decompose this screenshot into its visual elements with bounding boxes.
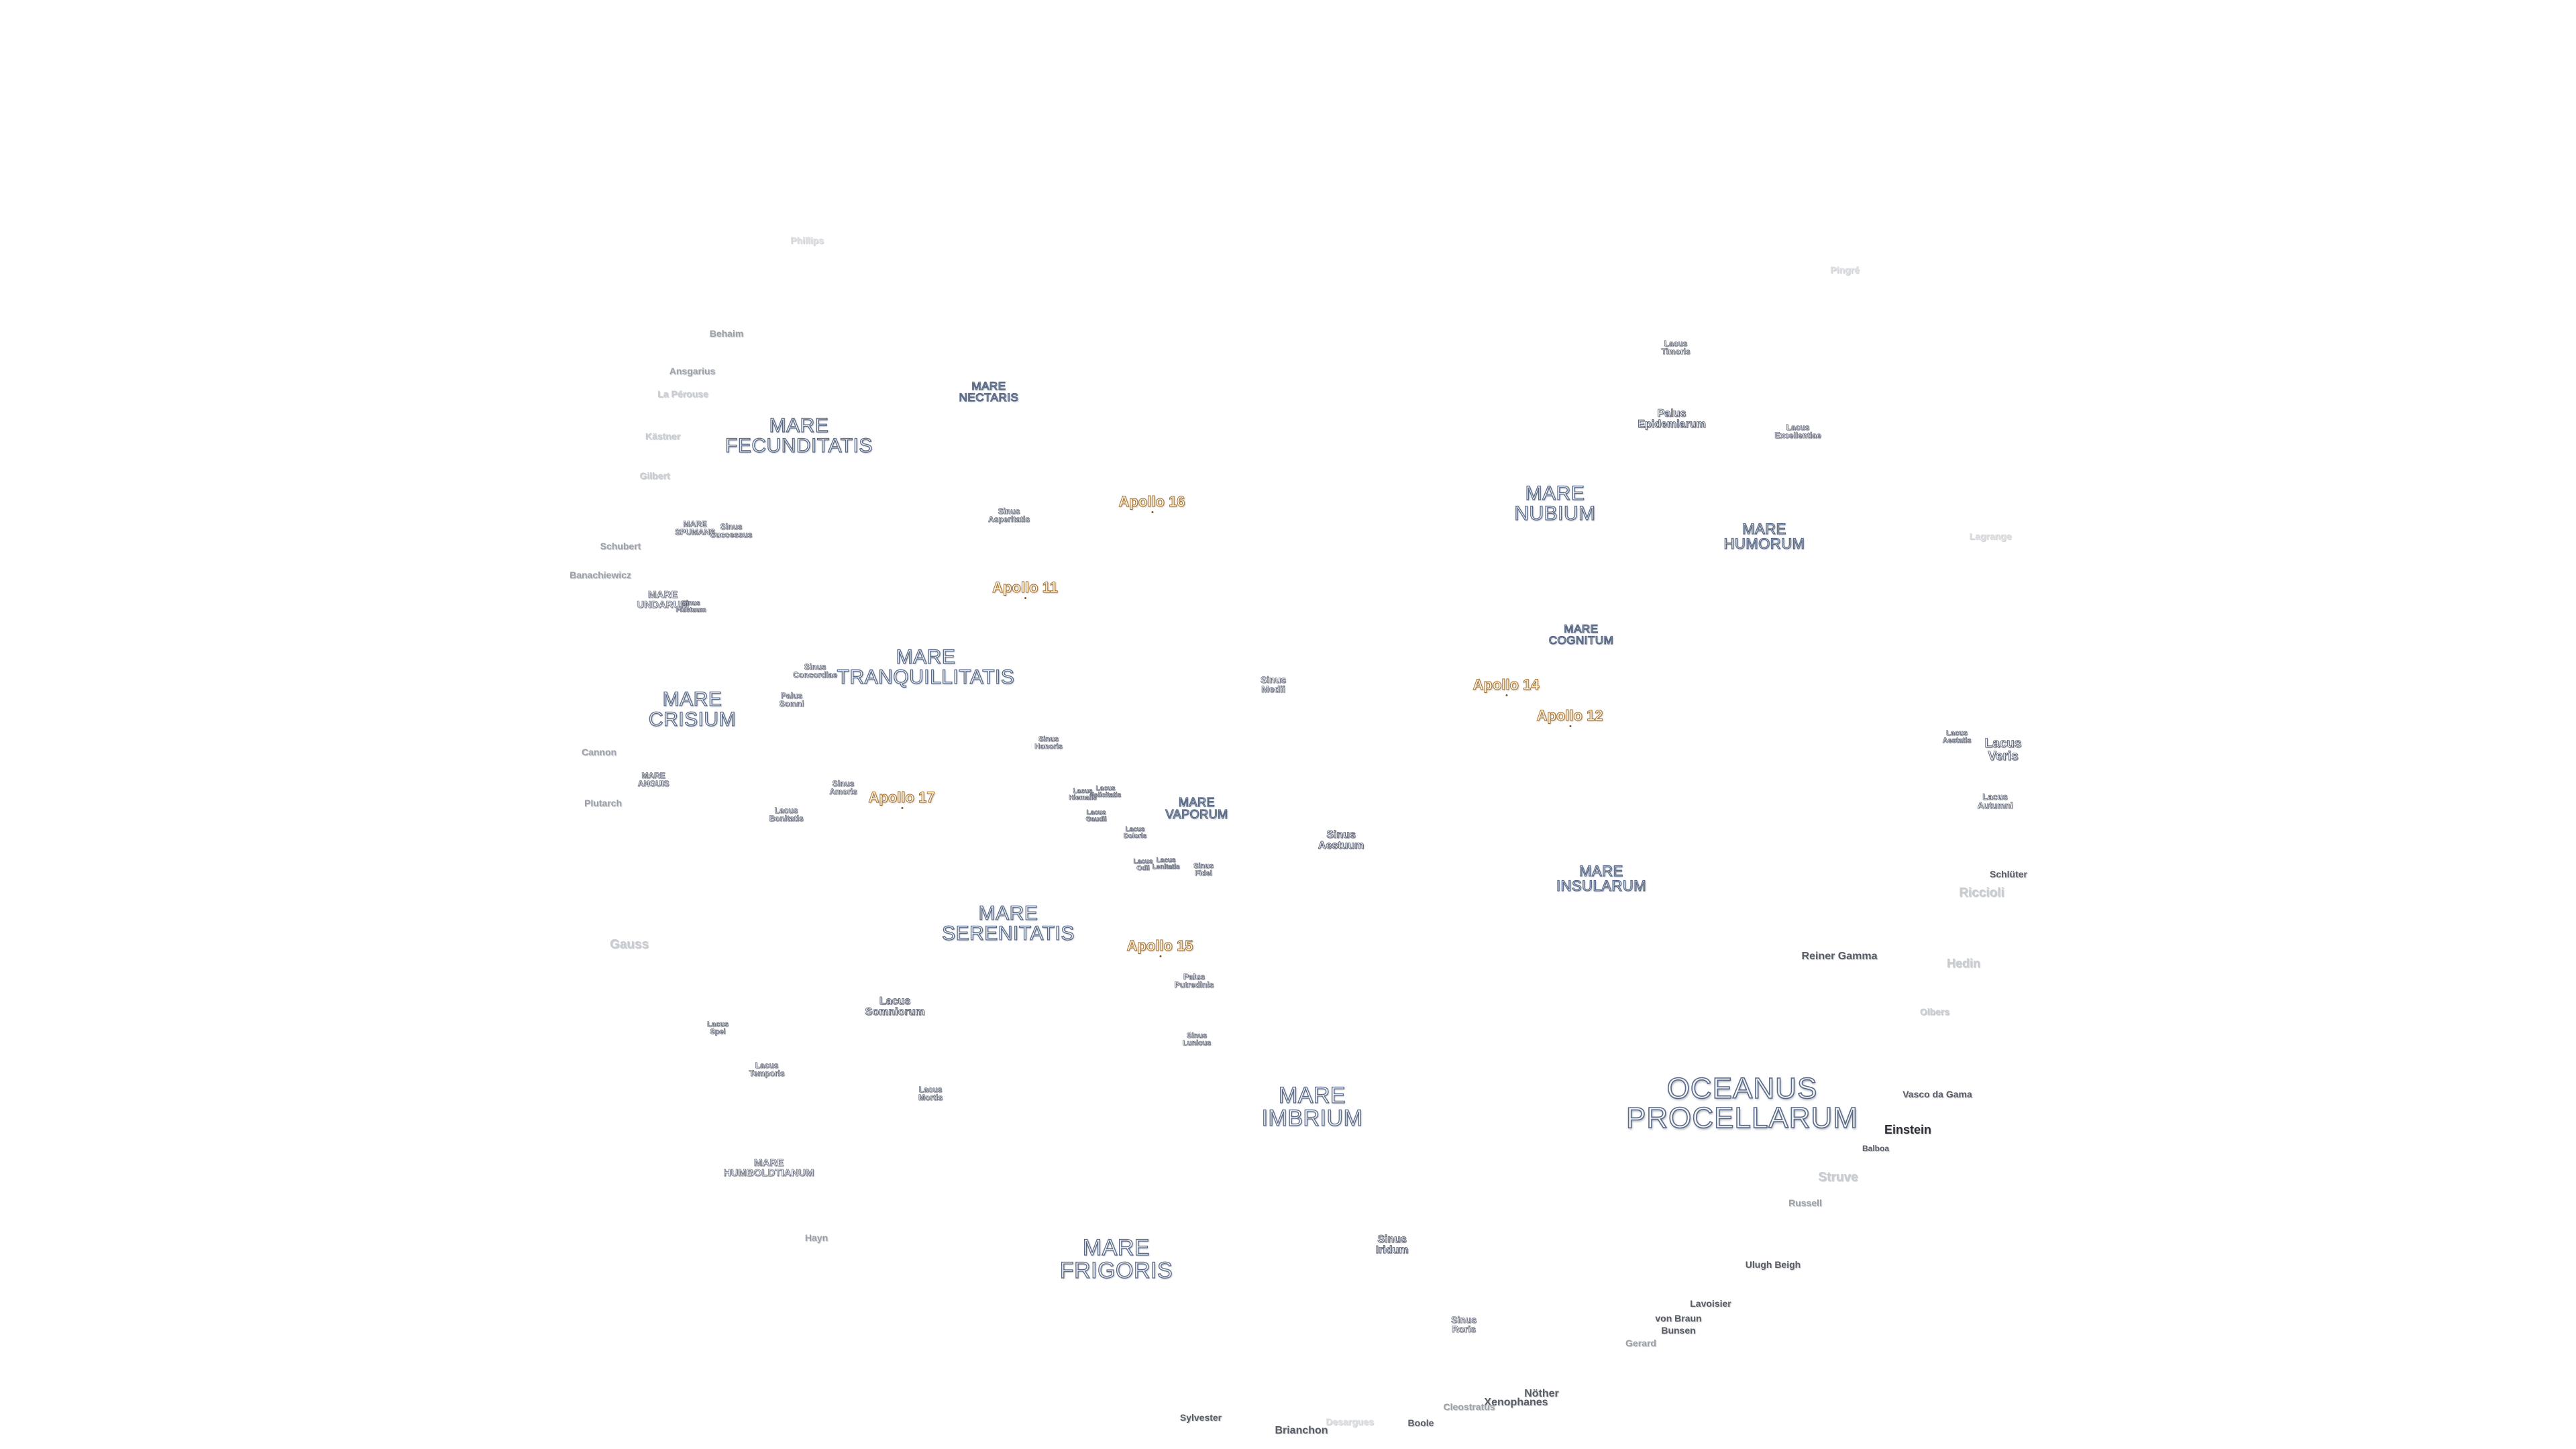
mare-humorum-label: MARE HUMORUM [1723,521,1805,552]
lacus-bonitatis-label: Lacus Bonitatis [769,806,804,823]
sinus-aestuum-label: Sinus Aestuum [1318,829,1364,851]
crater-balboa-label: Balboa [1862,1144,1890,1153]
mare-serenitatis-label: MARE SERENITATIS [941,902,1075,945]
crater-gilbert-label: Gilbert [639,470,670,481]
crater-plutarch-label: Plutarch [584,798,623,808]
lacus-lenitatis-label: Lacus Lenitatis [1152,857,1180,871]
lacus-timoris-label: Lacus Timoris [1661,339,1690,356]
lacus-odii-label: Lacus Odii [1133,858,1153,872]
crater-schubert-label: Schubert [600,541,641,551]
mare-anguis-label: MARE ANGUIS [637,771,669,788]
crater-ansgarius-label: Ansgarius [669,366,716,376]
mare-spumans-label: MARE SPUMANS [674,519,716,537]
crater-boole-label: Boole [1407,1417,1434,1428]
crater-reiner-gamma-label: Reiner Gamma [1801,951,1878,962]
mare-insularum-label: MARE INSULARUM [1556,863,1647,894]
apollo-14-marker[interactable]: Apollo 14 [1472,676,1540,696]
sinus-amoris-label: Sinus Amoris [829,779,857,796]
crater-sylvester-label: Sylvester [1179,1412,1222,1423]
crater-phillips-label: Phillips [790,235,824,246]
apollo-12-marker[interactable]: Apollo 12 [1536,707,1603,727]
crater-bunsen-label: Bunsen [1661,1325,1696,1336]
mare-nubium-label: MARE NUBIUM [1514,482,1596,525]
crater-xenophanes-label: Xenophanes [1484,1397,1548,1408]
lacus-temporis-label: Lacus Temporis [749,1061,785,1078]
lacus-veris-label: Lacus Veris [1984,737,2022,763]
lacus-spei-label: Lacus Spei [707,1020,729,1036]
palus-epidemiarum-label: Palus Epidemiarum [1638,408,1706,430]
sinus-successus-label: Sinus Successus [710,522,753,539]
sinus-concordiae-label: Sinus Concordiae [792,662,838,680]
crater-ulugh-beigh-label: Ulugh Beigh [1745,1259,1801,1270]
mare-frigoris-label: MARE FRIGORIS [1059,1235,1173,1283]
sinus-fidei-label: Sinus Fidei [1193,862,1214,877]
crater-lavoisier-label: Lavoisier [1690,1298,1731,1309]
crater-hayn-label: Hayn [804,1232,828,1243]
lacus-aestatis-label: Lacus Aestatis [1942,729,1972,745]
crater-la-perouse-label: La Pérouse [657,388,708,399]
crater-schluter-label: Schlüter [1989,869,2028,879]
crater-gerard-label: Gerard [1625,1338,1656,1348]
lacus-felicitatis-label: Lacus Felicitatis [1089,785,1122,799]
mare-imbrium-label: MARE IMBRIUM [1261,1083,1363,1131]
crater-cleostratus-label: Cleostratus [1443,1401,1495,1412]
crater-kastner-label: Kästner [645,431,681,441]
mare-tranquillitatis-label: MARE TRANQUILLITATIS [837,646,1015,688]
palus-putredinis-label: Palus Putredinis [1174,972,1214,989]
sinus-fluctuum-label: Sinus Fluctuum [676,600,706,614]
mare-vaporum-label: MARE VAPORUM [1165,796,1228,821]
crater-riccioli-label: Riccioli [1959,885,2004,900]
crater-gauss-label: Gauss [609,937,649,952]
apollo-15-marker[interactable]: Apollo 15 [1126,937,1193,957]
lacus-hiemalis-label: Lacus Hiemalis [1069,788,1097,802]
crater-desargues-label: Desargues [1326,1416,1374,1427]
sinus-roris-label: Sinus Roris [1450,1314,1477,1334]
crater-behaim-label: Behaim [709,328,744,339]
mare-cognitum-label: MARE COGNITUM [1548,623,1614,647]
crater-olbers-label: Olbers [1919,1006,1950,1017]
crater-vasco-da-gama-label: Vasco da Gama [1902,1089,1972,1099]
crater-struve-label: Struve [1818,1170,1858,1185]
sinus-iridum-label: Sinus Iridum [1375,1234,1409,1256]
crater-einstein-label: Einstein [1884,1123,1932,1136]
crater-cannon-label: Cannon [581,747,617,757]
sinus-medii-label: Sinus Medii [1260,674,1287,694]
crater-hedin-label: Hedin [1946,957,1981,970]
sinus-honoris-label: Sinus Honoris [1034,735,1063,751]
lacus-excellentiae-label: Lacus Excellentiae [1774,423,1821,440]
palus-somni-label: Palus Somni [779,691,804,708]
lacus-somniorum-label: Lacus Somniorum [865,996,925,1018]
crater-nother-label: Nöther [1524,1388,1559,1399]
mare-fecunditatis-label: MARE FECUNDITATIS [724,415,873,457]
apollo-11-marker[interactable]: Apollo 11 [992,579,1058,599]
sinus-lunicus-label: Sinus Lunicus [1182,1032,1212,1047]
lacus-mortis-label: Lacus Mortis [918,1085,943,1102]
apollo-17-marker[interactable]: Apollo 17 [868,789,935,809]
crater-lagrange-label: Lagrange [1969,531,2012,541]
mare-nectaris-label: MARE NECTARIS [959,380,1019,404]
oceanus-procellarum-label: OCEANUS PROCELLARUM [1625,1072,1858,1134]
mare-humboldtianum-label: MARE HUMBOLDTIANUM [723,1157,814,1179]
mare-undarum-label: MARE UNDARUM [637,589,689,610]
crater-pingre-label: Pingré [1830,264,1860,275]
lacus-doloris-label: Lacus Doloris [1123,826,1147,840]
lacus-autumni-label: Lacus Autumni [1977,792,2013,810]
sinus-asperitatis-label: Sinus Asperitatis [987,506,1030,524]
crater-brianchon-label: Brianchon [1275,1425,1328,1436]
apollo-16-marker[interactable]: Apollo 16 [1118,493,1185,513]
lacus-gaudii-label: Lacus Gaudii [1085,809,1107,823]
crater-russell-label: Russell [1788,1197,1822,1208]
mare-crisium-label: MARE CRISIUM [648,688,737,731]
crater-banachiewicz-label: Banachiewicz [570,570,631,580]
crater-von-braun-label: von Braun [1655,1313,1702,1324]
